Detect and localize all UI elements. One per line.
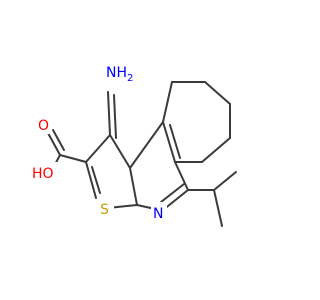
bond: [85, 161, 97, 199]
amino-subscript: 2: [127, 73, 133, 84]
bond: [59, 154, 87, 163]
bond: [213, 189, 223, 227]
atom-label-bg: [30, 162, 58, 182]
amino-text: NH: [106, 65, 127, 81]
bond: [91, 166, 101, 194]
ring-nitrogen-label: N: [153, 206, 163, 222]
bond: [213, 171, 237, 191]
atom-labels: NH2 O HO S N: [30, 60, 167, 222]
bond: [162, 189, 189, 211]
bond: [129, 121, 164, 169]
bond: [85, 134, 111, 163]
bond: [129, 167, 138, 206]
atom-label-bg: [104, 60, 138, 82]
hydroxyl-label: HO: [32, 166, 54, 182]
atom-label-bg: [98, 198, 114, 218]
bond: [174, 161, 189, 191]
atom-label-bg: [151, 202, 167, 222]
bond: [52, 129, 65, 151]
bond: [162, 81, 173, 123]
bond: [162, 121, 176, 163]
bond: [107, 91, 111, 136]
bond: [169, 124, 181, 159]
amino-group-label: NH2: [106, 65, 133, 84]
molecule-structure-diagram: NH2 O HO S N: [30, 60, 237, 227]
bond: [204, 81, 231, 105]
bond: [160, 183, 185, 203]
bond: [201, 137, 231, 163]
bond-lines: [47, 81, 237, 227]
carbonyl-oxygen-label: O: [38, 118, 49, 134]
atom-label-bg: [36, 114, 52, 134]
bond: [109, 134, 131, 169]
bond: [47, 132, 61, 156]
sulfur-atom-label: S: [100, 202, 109, 218]
bond: [113, 94, 117, 139]
